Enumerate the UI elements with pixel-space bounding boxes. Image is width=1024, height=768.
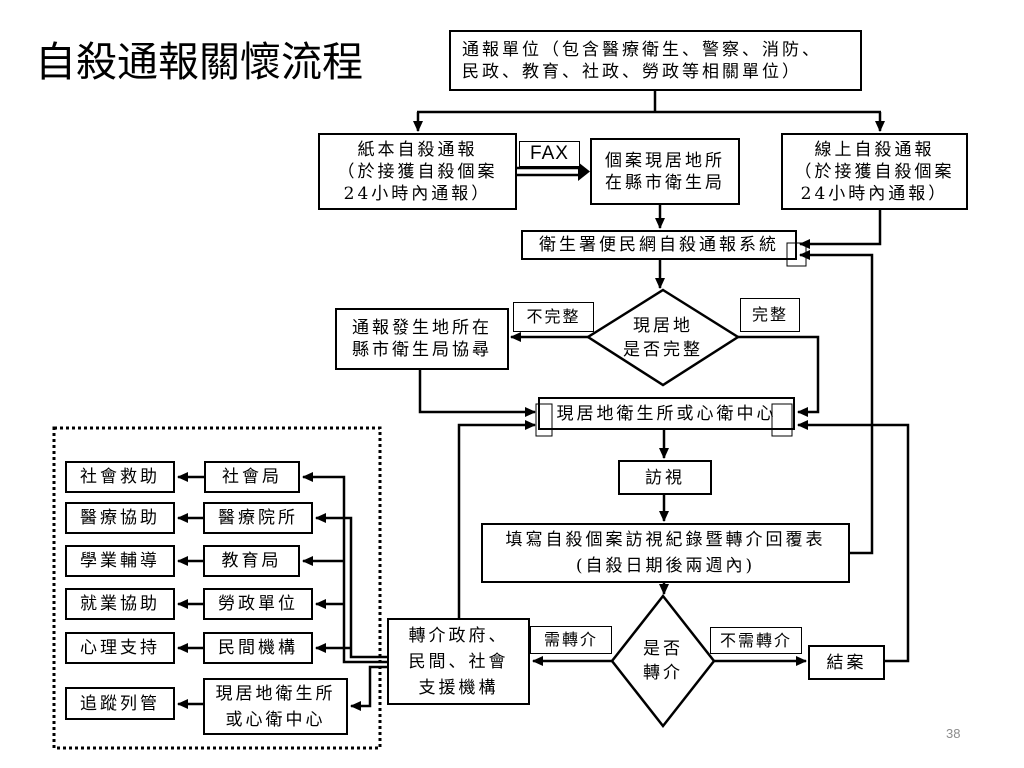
online-report-box: 線上自殺通報 （於接獲自殺個案 24小時內通報） <box>781 133 968 210</box>
arrow-close-to-center <box>797 420 910 663</box>
record-form-box: 填寫自殺個案訪視紀錄暨轉介回覆表 (自殺日期後兩週內) <box>481 523 850 583</box>
arrow-to-hospitals <box>315 513 387 659</box>
reporting-system-box: 衛生署便民網自殺通報系統 <box>521 230 797 260</box>
paper-report-line-1: 紙本自殺通報 <box>357 139 478 160</box>
referral-check-text: 是否 轉介 <box>612 596 714 726</box>
locate-assist-line-1: 通報發生地所在 <box>352 318 492 338</box>
arrow-agencies-to-center <box>457 420 536 618</box>
agency-local-center-line-2: 或心衛中心 <box>225 709 326 730</box>
arrow-complete-to-center <box>738 335 820 417</box>
referral-check-diamond <box>610 593 716 729</box>
agency-box-private-org: 民間機構 <box>203 632 313 664</box>
referral-check-line-1: 是否 <box>643 639 683 659</box>
record-form-line-1: 填寫自殺個案訪視紀錄暨轉介回覆表 <box>505 530 826 550</box>
visit-box: 訪視 <box>618 460 712 495</box>
need-referral-label: 需轉介 <box>530 626 612 654</box>
service-box-tracking-management: 追蹤列管 <box>65 687 175 720</box>
address-check-text: 現居地 是否完整 <box>588 290 738 385</box>
paper-report-line-2: （於接獲自殺個案 <box>337 161 498 182</box>
service-box-employment-assistance: 就業協助 <box>65 588 175 620</box>
service-box-academic-counseling: 學業輔導 <box>65 545 175 577</box>
reporting-units-line-1: 通報單位（包含醫療衛生、警察、消防、 <box>462 39 822 60</box>
reporting-units-line-2: 民政、教育、社政、勞政等相關單位） <box>462 61 802 82</box>
resources-dotted-frame <box>52 426 382 750</box>
locate-assist-line-2: 縣市衛生局協尋 <box>352 340 492 360</box>
agency-box-education-bureau: 教育局 <box>203 545 300 577</box>
online-report-line-3: 24小時內通報） <box>800 183 949 204</box>
referral-agencies-line-2: 民間、社會 <box>408 651 509 672</box>
close-case-box: 結案 <box>808 645 885 680</box>
incomplete-label: 不完整 <box>513 302 594 332</box>
agency-box-social-bureau: 社會局 <box>204 461 300 493</box>
no-referral-label: 不需轉介 <box>710 627 802 654</box>
online-report-line-2: （於接獲自殺個案 <box>794 161 955 182</box>
referral-agencies-box: 轉介政府、 民間、社會 支援機構 <box>387 618 530 705</box>
paper-report-box: 紙本自殺通報 （於接獲自殺個案 24小時內通報） <box>318 133 517 210</box>
address-check-diamond <box>585 288 741 387</box>
online-report-line-1: 線上自殺通報 <box>814 139 935 160</box>
agency-box-hospitals: 醫療院所 <box>203 502 313 534</box>
fax-label: FAX <box>519 141 580 167</box>
fax-arrow-head <box>578 162 590 181</box>
agency-box-local-center: 現居地衛生所 或心衛中心 <box>203 678 348 735</box>
county-health-bureau-line-1: 個案現居地所 <box>605 150 725 171</box>
service-box-social-assistance: 社會救助 <box>65 461 175 493</box>
agency-local-center-line-1: 現居地衛生所 <box>215 683 336 704</box>
referral-check-line-2: 轉介 <box>643 663 683 683</box>
arrow-to-local-center <box>350 665 387 711</box>
service-box-medical-assistance: 醫療協助 <box>65 502 175 534</box>
arrow-to-social-bureau <box>302 472 387 664</box>
agency-box-labor-unit: 勞政單位 <box>203 588 313 620</box>
arrow-record-to-system <box>799 250 874 555</box>
service-box-psychological-support: 心理支持 <box>65 632 175 664</box>
address-check-line-2: 是否完整 <box>623 339 703 360</box>
reporting-units-box: 通報單位（包含醫療衛生、警察、消防、 民政、教育、社政、勞政等相關單位） <box>449 30 862 91</box>
referral-agencies-line-1: 轉介政府、 <box>408 625 509 646</box>
locate-assist-box: 通報發生地所在 縣市衛生局協尋 <box>335 308 509 370</box>
paper-report-line-3: 24小時內通報） <box>343 183 492 204</box>
arrow-locate-to-center <box>418 370 536 417</box>
local-health-center-box: 現居地衛生所或心衛中心 <box>538 397 795 430</box>
record-form-line-2: (自殺日期後兩週內) <box>575 556 756 576</box>
address-check-line-1: 現居地 <box>633 315 693 336</box>
page-title: 自殺通報關懷流程 <box>35 39 363 85</box>
complete-label: 完整 <box>740 298 800 332</box>
page-number: 38 <box>946 726 961 741</box>
arrow-online-to-system <box>799 210 882 249</box>
county-health-bureau-line-2: 在縣市衛生局 <box>605 172 725 193</box>
referral-agencies-line-3: 支援機構 <box>418 677 499 698</box>
county-health-bureau-box: 個案現居地所 在縣市衛生局 <box>590 138 740 205</box>
